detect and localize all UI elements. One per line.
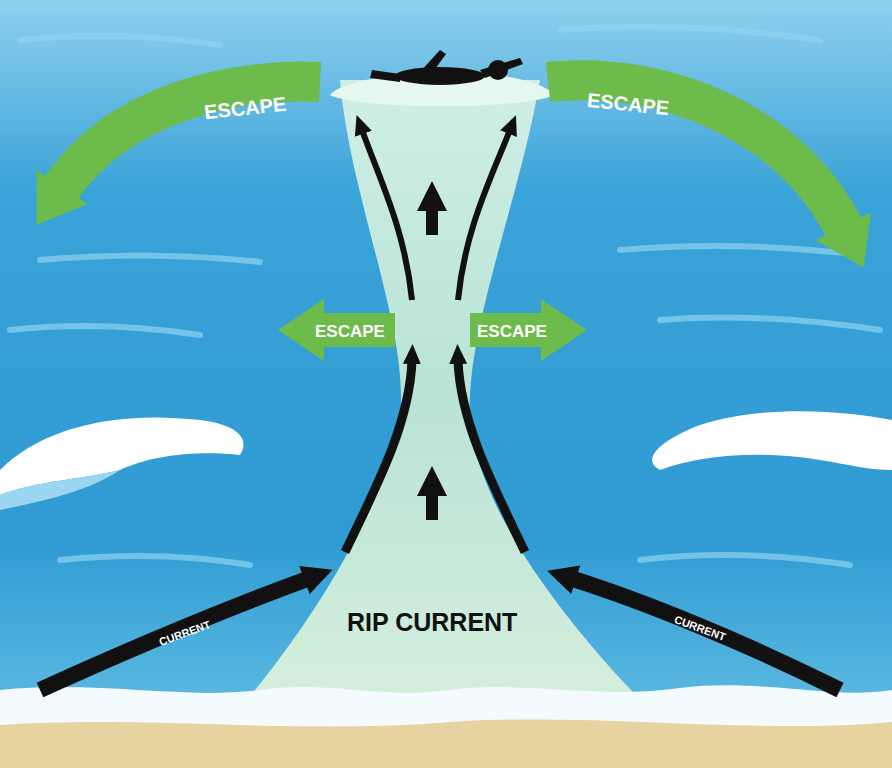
current-arrow [570, 578, 840, 690]
escape-label: ESCAPE [315, 323, 385, 340]
rip-current-title: RIP CURRENT [347, 610, 517, 635]
current-arrow [458, 360, 525, 552]
sand [0, 719, 892, 768]
wave-right [652, 411, 892, 470]
current-arrow [345, 360, 412, 552]
current-arrow [40, 578, 310, 690]
swimmer-silhouette [370, 50, 523, 85]
escape-arrow [60, 82, 320, 190]
wave-left [0, 417, 244, 495]
current-label: CURRENT [158, 619, 212, 648]
escape-label: ESCAPE [477, 323, 547, 340]
escape-label: ESCAPE [586, 90, 670, 118]
current-label: CURRENT [673, 614, 727, 643]
flow-arrow [426, 490, 438, 520]
wave-left-shade [0, 470, 120, 510]
current-arrow [458, 130, 510, 300]
flow-arrow [426, 205, 438, 235]
escape-arrow [548, 80, 845, 230]
escape-label: ESCAPE [203, 94, 287, 122]
current-arrow [362, 130, 412, 300]
rip-channel [230, 80, 660, 720]
